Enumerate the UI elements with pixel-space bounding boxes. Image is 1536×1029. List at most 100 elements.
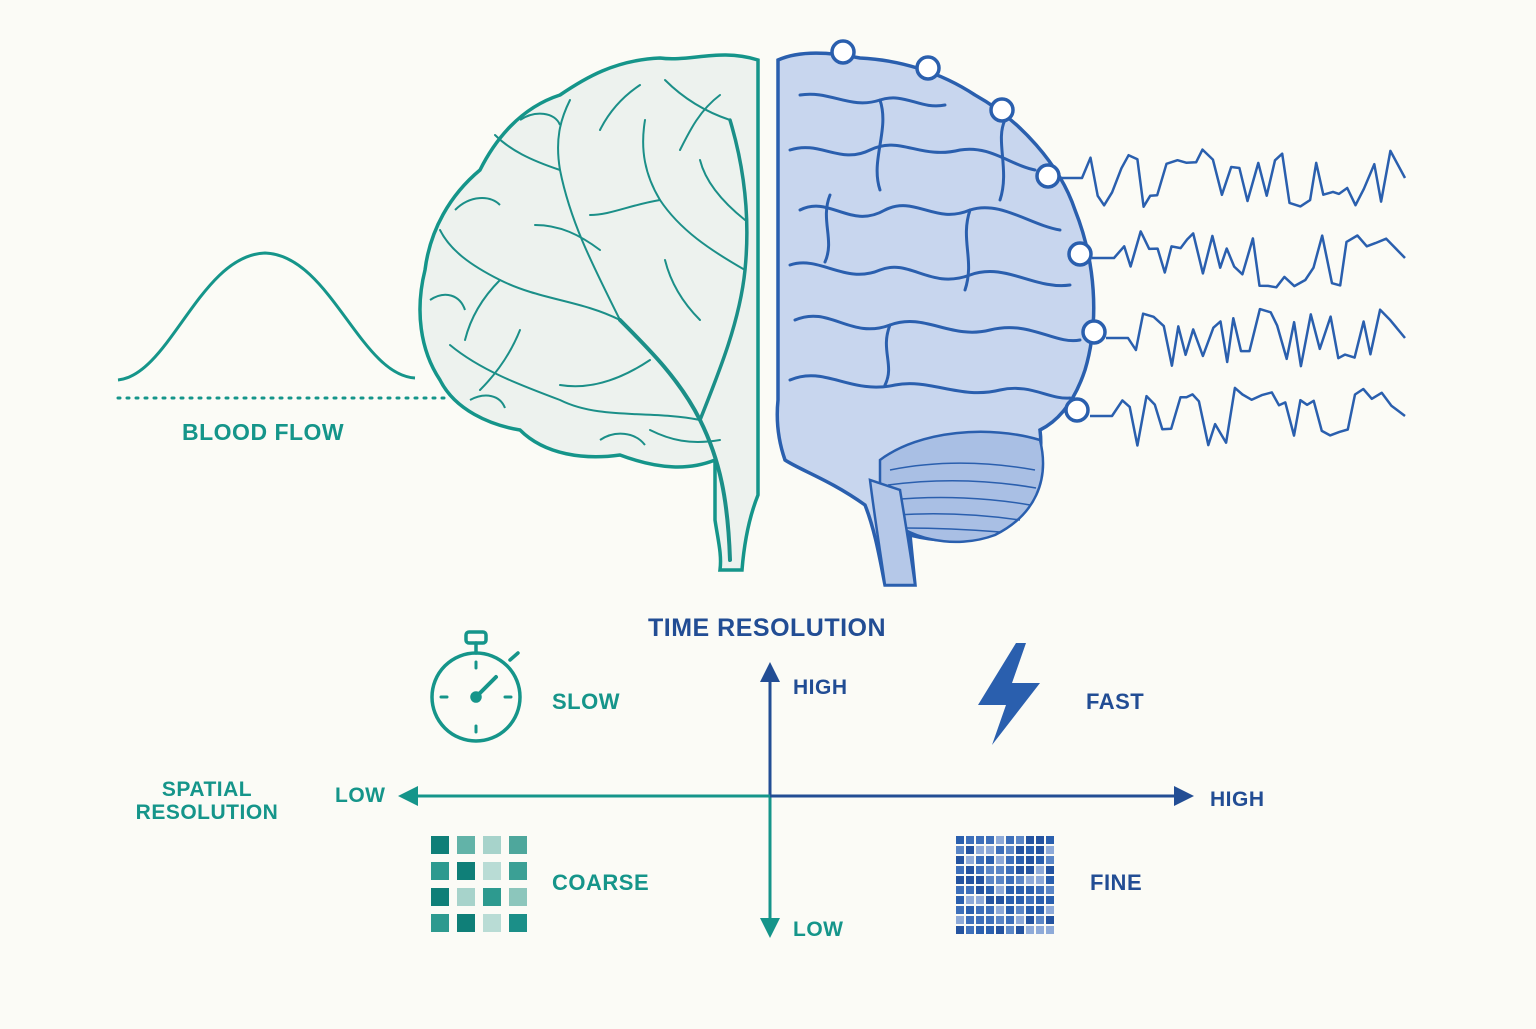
fine-grid-cell bbox=[1036, 836, 1044, 844]
coarse-grid-cell bbox=[431, 888, 449, 906]
eeg-trace bbox=[1092, 230, 1406, 289]
eeg-trace bbox=[1106, 307, 1406, 368]
fast-label: FAST bbox=[1086, 689, 1145, 714]
fine-grid-cell bbox=[986, 916, 994, 924]
eeg-trace bbox=[1060, 148, 1407, 208]
fine-grid-cell bbox=[1046, 836, 1054, 844]
time-low-label: LOW bbox=[793, 918, 844, 941]
time-resolution-title: TIME RESOLUTION bbox=[648, 614, 887, 642]
fine-grid-cell bbox=[1006, 856, 1014, 864]
blood-flow-curve bbox=[116, 251, 447, 400]
coarse-grid-cell bbox=[483, 888, 501, 906]
spatial-resolution-label: SPATIAL RESOLUTION bbox=[134, 778, 280, 824]
fine-grid-cell bbox=[1026, 846, 1034, 854]
fine-grid-cell bbox=[976, 886, 984, 894]
fine-grid-cell bbox=[1026, 926, 1034, 934]
electrode-icon bbox=[915, 55, 941, 81]
eeg-trace bbox=[1090, 386, 1406, 447]
fine-grid-cell bbox=[966, 886, 974, 894]
slow-label: SLOW bbox=[552, 689, 620, 714]
coarse-grid-cell bbox=[509, 914, 527, 932]
fine-grid-cell bbox=[1046, 896, 1054, 904]
fine-grid-cell bbox=[1016, 846, 1024, 854]
spatial-low-label: LOW bbox=[335, 784, 386, 807]
fine-grid-cell bbox=[1046, 846, 1054, 854]
fine-grid-cell bbox=[1016, 836, 1024, 844]
electrode-icon bbox=[1035, 163, 1061, 189]
fine-grid-cell bbox=[1016, 906, 1024, 914]
coarse-label: COARSE bbox=[552, 870, 650, 895]
fine-grid-cell bbox=[986, 896, 994, 904]
fine-grid-cell bbox=[1026, 836, 1034, 844]
spatial-resolution-line1: SPATIAL bbox=[161, 778, 253, 801]
fine-grid-cell bbox=[976, 916, 984, 924]
fine-grid-cell bbox=[1016, 886, 1024, 894]
time-high-label: HIGH bbox=[793, 676, 848, 699]
electrode-icons bbox=[830, 39, 1107, 423]
fine-grid-cell bbox=[956, 846, 964, 854]
left-hemisphere bbox=[418, 53, 760, 572]
stopwatch-icon bbox=[430, 630, 522, 743]
fine-grid-cell bbox=[1006, 916, 1014, 924]
fine-label: FINE bbox=[1090, 870, 1143, 895]
coarse-grid-cell bbox=[431, 914, 449, 932]
fine-grid-cell bbox=[976, 866, 984, 874]
fine-grid-cell bbox=[976, 926, 984, 934]
fine-grid-cell bbox=[1026, 916, 1034, 924]
coarse-grid-cell bbox=[431, 836, 449, 854]
fine-grid-cell bbox=[1016, 926, 1024, 934]
fine-grid-cell bbox=[1046, 876, 1054, 884]
electrode-icon bbox=[1081, 319, 1107, 345]
fine-grid-cell bbox=[966, 846, 974, 854]
fine-grid-cell bbox=[1006, 906, 1014, 914]
fine-grid-cell bbox=[996, 876, 1004, 884]
fine-grid-cell bbox=[976, 846, 984, 854]
coarse-grid-cell bbox=[509, 862, 527, 880]
fine-grid-cell bbox=[1016, 876, 1024, 884]
coarse-grid-icon bbox=[431, 836, 527, 932]
fine-grid-cell bbox=[956, 836, 964, 844]
fine-grid-cell bbox=[1026, 906, 1034, 914]
fine-grid-cell bbox=[966, 926, 974, 934]
fine-grid-cell bbox=[1006, 866, 1014, 874]
coarse-grid-cell bbox=[483, 862, 501, 880]
fine-grid-cell bbox=[996, 896, 1004, 904]
fine-grid-cell bbox=[986, 876, 994, 884]
fine-grid-cell bbox=[986, 856, 994, 864]
coarse-grid-cell bbox=[457, 888, 475, 906]
coarse-grid-cell bbox=[457, 862, 475, 880]
fine-grid-cell bbox=[1036, 846, 1044, 854]
fine-grid-cell bbox=[996, 926, 1004, 934]
fine-grid-cell bbox=[996, 906, 1004, 914]
fine-grid-cell bbox=[996, 916, 1004, 924]
fine-grid-cell bbox=[1016, 896, 1024, 904]
fine-grid-cell bbox=[986, 846, 994, 854]
fine-grid-cell bbox=[976, 896, 984, 904]
horizontal-axis bbox=[398, 786, 1194, 806]
fine-grid-cell bbox=[986, 886, 994, 894]
fine-grid-cell bbox=[1036, 926, 1044, 934]
lightning-bolt-icon bbox=[978, 643, 1040, 745]
fine-grid-cell bbox=[1006, 836, 1014, 844]
fine-grid-cell bbox=[996, 866, 1004, 874]
fine-grid-cell bbox=[986, 926, 994, 934]
coarse-grid-cell bbox=[509, 836, 527, 854]
fine-grid-cell bbox=[1006, 926, 1014, 934]
fine-grid-cell bbox=[986, 836, 994, 844]
fine-grid-cell bbox=[966, 916, 974, 924]
fine-grid-cell bbox=[956, 926, 964, 934]
fine-grid-cell bbox=[966, 856, 974, 864]
fine-grid-cell bbox=[1006, 876, 1014, 884]
fine-grid-cell bbox=[976, 906, 984, 914]
fine-grid-cell bbox=[976, 836, 984, 844]
fine-grid-cell bbox=[956, 856, 964, 864]
fine-grid-cell bbox=[1036, 896, 1044, 904]
spatial-high-label: HIGH bbox=[1210, 788, 1265, 811]
fine-grid-cell bbox=[1006, 846, 1014, 854]
fine-grid-cell bbox=[1036, 876, 1044, 884]
fine-grid-cell bbox=[956, 906, 964, 914]
fine-grid-cell bbox=[956, 886, 964, 894]
fine-grid-cell bbox=[986, 906, 994, 914]
coarse-grid-cell bbox=[457, 914, 475, 932]
